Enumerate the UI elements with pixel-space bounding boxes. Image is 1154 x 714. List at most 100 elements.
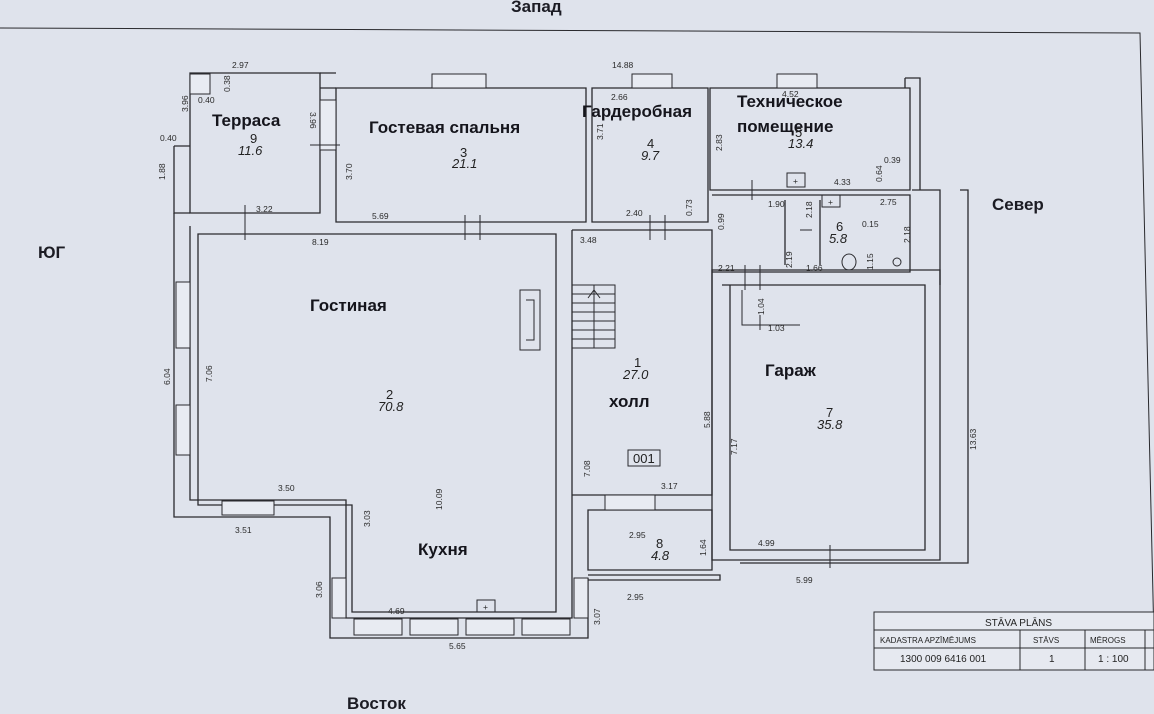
dimension-label: 3.06: [314, 581, 324, 598]
dimension-label: 3.71: [595, 123, 605, 140]
dimension-label: 7.08: [582, 460, 592, 477]
dimension-label: 5.65: [449, 641, 466, 651]
dimension-label: 3.51: [235, 525, 252, 535]
dimension-label: 4.52: [782, 89, 799, 99]
dimension-label: 7.17: [729, 438, 739, 455]
dimension-label: 14.88: [612, 60, 634, 70]
dimension-label: 1.15: [865, 253, 875, 270]
dimension-label: 6.04: [162, 368, 172, 385]
svg-text:001: 001: [633, 451, 655, 466]
room-technical: Техническое помещение 5 13.4: [737, 92, 843, 151]
dimension-label: 3.70: [344, 163, 354, 180]
room-number: 3: [460, 145, 467, 160]
dimension-label: 3.17: [661, 481, 678, 491]
direction-north: Север: [992, 195, 1044, 214]
fixtures: + + +: [476, 172, 902, 613]
dimension-label: 10.09: [434, 488, 444, 510]
dimension-label: 2.18: [902, 226, 912, 243]
dimension-label: 0.73: [684, 199, 694, 216]
title-block: STĀVA PLĀNS KADASTRA APZĪMĒJUMS STĀVS MĒ…: [873, 611, 1154, 671]
room-name: Гараж: [765, 361, 817, 380]
room-vestibule: 8 4.8: [651, 536, 670, 563]
room-area: 4.8: [651, 548, 670, 563]
dimension-label: 3.22: [256, 204, 273, 214]
title-block-col2-value: 1: [1049, 654, 1055, 665]
dimension-label: 1.88: [157, 163, 167, 180]
dimension-label: 2.97: [232, 60, 249, 70]
dimension-label: 3.03: [362, 510, 372, 527]
room-name: Гардеробная: [582, 102, 692, 121]
room-area: 5.8: [829, 231, 848, 246]
dimension-label: 8.19: [312, 237, 329, 247]
dimension-label: 3.07: [592, 608, 602, 625]
entrance-marker: 001: [627, 449, 661, 467]
room-living: Гостиная 2 70.8: [310, 296, 404, 414]
direction-east: Восток: [347, 694, 406, 713]
room-area: 35.8: [817, 417, 843, 432]
room-number: 2: [386, 387, 393, 402]
room-number: 6: [836, 219, 843, 234]
dimension-label: 0.64: [874, 165, 884, 182]
dimension-label: 2.21: [718, 263, 735, 273]
room-name: холл: [609, 392, 650, 411]
room-number: 5: [795, 125, 802, 140]
dimension-label: 0.15: [862, 219, 879, 229]
room-area: 11.6: [238, 143, 263, 158]
svg-text:+: +: [483, 602, 488, 612]
svg-text:+: +: [828, 197, 833, 207]
room-number: 1: [634, 355, 641, 370]
room-area: 70.8: [378, 399, 404, 414]
title-block-col1-header: KADASTRA APZĪMĒJUMS: [880, 636, 976, 645]
dimension-label: 1.66: [806, 263, 823, 273]
direction-west: Запад: [511, 0, 562, 16]
dimension-label: 2.19: [784, 251, 794, 268]
room-bathroom: 6 5.8: [829, 219, 848, 246]
room-name-line1: Техническое: [737, 92, 843, 111]
room-name: Терраса: [212, 111, 281, 130]
room-name-line2: помещение: [737, 117, 833, 136]
room-name: Гостиная: [310, 296, 387, 315]
dimension-label: 2.18: [804, 201, 814, 218]
dimension-label: 4.33: [834, 177, 851, 187]
direction-south: ЮГ: [38, 243, 66, 262]
dimension-label: 1.03: [768, 323, 785, 333]
dimension-label: 13.63: [968, 428, 978, 450]
room-terrace: Терраса 9 11.6: [212, 111, 281, 158]
dimension-label: 2.40: [626, 208, 643, 218]
room-hall: 1 27.0 холл: [609, 355, 650, 411]
dimension-label: 4.99: [758, 538, 775, 548]
room-number: 4: [647, 136, 654, 151]
sheet-border: [0, 27, 1154, 641]
room-number: 9: [250, 131, 257, 146]
room-area: 9.7: [641, 148, 660, 163]
room-guest-bedroom: Гостевая спальня 3 21.1: [369, 118, 520, 171]
dimension-label: 5.99: [796, 575, 813, 585]
doors: [244, 144, 831, 568]
room-kitchen: Кухня: [418, 540, 468, 559]
windows: [175, 73, 818, 636]
dimension-label: 2.75: [880, 197, 897, 207]
dimension-label: 1.04: [756, 298, 766, 315]
title-block-col2-header: STĀVS: [1033, 636, 1059, 645]
title-block-col3-header: MĒROGS: [1090, 636, 1126, 645]
dimension-label: 2.95: [627, 592, 644, 602]
dimension-label: 3.96: [180, 95, 190, 112]
dimension-label: 4.69: [388, 606, 405, 616]
outer-walls: [173, 72, 969, 639]
room-name: Кухня: [418, 540, 468, 559]
dimension-label: 5.69: [372, 211, 389, 221]
dimension-label: 0.40: [160, 133, 177, 143]
dimension-label: 7.06: [204, 365, 214, 382]
dimension-label: 0.39: [884, 155, 901, 165]
dimension-label: 2.83: [714, 134, 724, 151]
dimension-label: 0.40: [198, 95, 215, 105]
room-garage: Гараж 7 35.8: [765, 361, 843, 432]
room-area: 27.0: [622, 367, 649, 382]
dimension-label: 2.66: [611, 92, 628, 102]
dimension-label: 0.38: [222, 75, 232, 92]
dimension-label: 0.99: [716, 213, 726, 230]
dimension-label: 1.64: [698, 539, 708, 556]
dimension-label: 5.88: [702, 411, 712, 428]
